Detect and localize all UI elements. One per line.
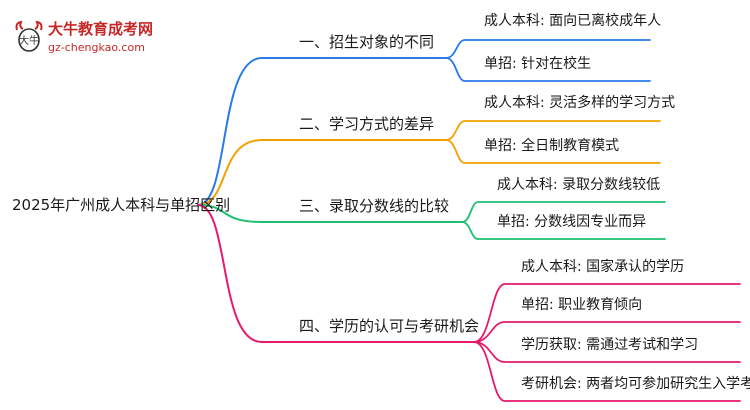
branch-4-leaf-2-connector (473, 321, 741, 343)
branch-4-leaf-4-connector (473, 341, 741, 402)
branch-3-leaf-1-connector (461, 201, 666, 223)
branch-4-leaf-3: 学历获取: 需通过考试和学习 (521, 337, 699, 353)
branch-2-connector (197, 139, 447, 206)
branch-3-leaf-2-connector (461, 221, 666, 240)
branch-2-leaf-1-connector (445, 120, 661, 141)
branch-4-leaf-2: 单招: 职业教育倾向 (521, 297, 643, 313)
bull-logo-icon: 大牛 (15, 20, 43, 52)
branch-3-connector (197, 204, 463, 223)
branch-3-leaf-2: 单招: 分数线因专业而异 (497, 214, 647, 230)
branch-4-label: 四、学历的认可与考研机会 (299, 317, 480, 335)
svg-text:大牛: 大牛 (19, 34, 39, 47)
branch-1-leaf-1-connector (445, 39, 651, 59)
branch-1-leaf-2: 单招: 针对在校生 (484, 56, 592, 72)
logo-url: gz-chengkao.com (48, 41, 145, 54)
branch-2-leaf-2-connector (445, 139, 661, 164)
branch-1-connector (197, 57, 447, 206)
branch-4-leaf-1-connector (473, 283, 741, 343)
branch-2-leaf-1: 成人本科: 灵活多样的学习方式 (484, 95, 676, 111)
branch-4-leaf-1: 成人本科: 国家承认的学历 (521, 259, 685, 275)
branch-1-leaf-2-connector (445, 57, 651, 82)
branch-4-leaf-4: 考研机会: 两者均可参加研究生入学考试 (521, 376, 750, 392)
branch-4-connector (197, 204, 475, 343)
root-topic: 2025年广州成人本科与单招区别 (12, 196, 231, 214)
branch-2-label: 二、学习方式的差异 (299, 115, 435, 133)
brand-logo: 大牛 大牛教育成考网 gz-chengkao.com (14, 18, 164, 58)
branch-1-leaf-1: 成人本科: 面向已离校成年人 (484, 13, 662, 29)
branch-1-label: 一、招生对象的不同 (299, 33, 435, 51)
branch-3-label: 三、录取分数线的比较 (299, 197, 450, 215)
branch-3-leaf-1: 成人本科: 录取分数线较低 (497, 177, 661, 193)
branch-2-leaf-2: 单招: 全日制教育模式 (484, 138, 620, 154)
logo-title: 大牛教育成考网 (48, 20, 154, 38)
